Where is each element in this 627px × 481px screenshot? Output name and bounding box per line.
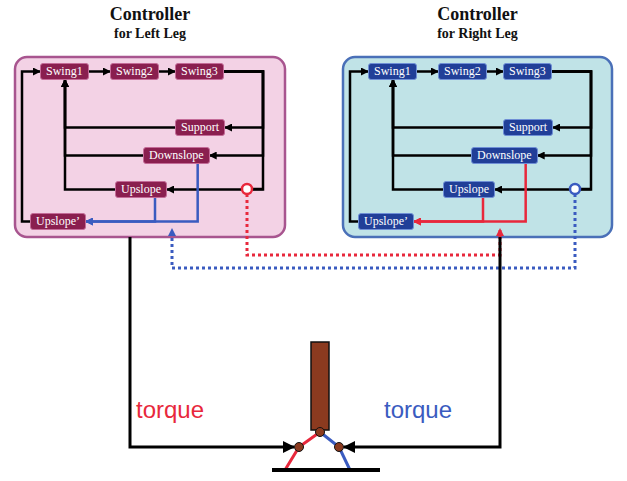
transition-arrow — [417, 70, 438, 73]
panel-fill — [15, 57, 285, 237]
torque-line — [344, 237, 500, 447]
state-label: Swing2 — [116, 64, 153, 78]
sensor-circle — [242, 184, 252, 194]
panel-title: Controller — [323, 3, 627, 25]
transition-arrow — [487, 70, 503, 73]
state-label: Swing1 — [46, 64, 83, 78]
state-label: Swing1 — [374, 64, 411, 78]
panel-subtitle: for Left Leg — [0, 25, 305, 43]
bus-stub — [580, 188, 591, 191]
panel-title: Controller — [0, 3, 305, 25]
state-box: Swing1 — [368, 63, 417, 80]
state-box: Swing2 — [110, 63, 159, 80]
transition-arrow — [86, 198, 155, 222]
ground — [272, 468, 380, 472]
transition-arrow — [495, 72, 591, 190]
transition-arrow — [65, 80, 143, 156]
state-label: Support — [509, 120, 547, 134]
transition-arrow — [159, 70, 175, 73]
transition-arrow — [393, 80, 503, 128]
transition-arrow — [65, 80, 175, 128]
state-label: Swing3 — [181, 64, 218, 78]
state-label: Downslope — [149, 148, 204, 162]
coupling-line — [247, 194, 500, 255]
right-leg — [320, 432, 350, 470]
panel-subtitle: for Right Leg — [323, 25, 627, 43]
transition-arrow — [393, 80, 471, 156]
transition-arrow — [210, 72, 263, 156]
state-label: Upslope’ — [36, 214, 80, 228]
knee-joint — [295, 443, 304, 452]
hip-joint — [316, 428, 325, 437]
transition-arrow — [65, 80, 115, 190]
state-label: Upslope — [449, 182, 489, 196]
state-box: Swing3 — [503, 63, 552, 80]
state-label: Swing2 — [444, 64, 481, 78]
transition-arrow — [414, 164, 526, 222]
state-box: Support — [175, 119, 225, 136]
state-box: Upslope’ — [30, 213, 86, 230]
coupling-line — [172, 194, 575, 268]
transition-arrow — [414, 198, 483, 222]
panel-fill — [343, 57, 612, 237]
transition-arrow — [350, 72, 368, 222]
left-leg — [285, 432, 320, 470]
state-box: Downslope — [471, 147, 538, 164]
transition-arrow — [538, 72, 591, 156]
transition-arrow — [224, 72, 263, 128]
transition-arrow — [167, 72, 263, 190]
state-label: Downslope — [477, 148, 532, 162]
torque-label: torque — [136, 396, 204, 424]
torque-line — [130, 237, 294, 447]
state-box: Support — [503, 119, 553, 136]
state-label: Support — [181, 120, 219, 134]
transition-arrow — [89, 70, 110, 73]
transition-arrow — [552, 72, 591, 128]
state-box: Swing1 — [40, 63, 89, 80]
transition-arrow — [22, 72, 40, 222]
state-label: Upslope’ — [364, 214, 408, 228]
state-box: Swing3 — [175, 63, 224, 80]
knee-joint — [335, 443, 344, 452]
torque-label: torque — [384, 396, 452, 424]
state-box: Swing2 — [438, 63, 487, 80]
state-box: Upslope — [115, 181, 167, 198]
state-box: Upslope — [443, 181, 495, 198]
controller-panel: Controllerfor Right LegSwing1Swing2Swing… — [343, 57, 612, 237]
transition-arrow — [393, 80, 443, 190]
torso — [311, 342, 329, 430]
state-box: Downslope — [143, 147, 210, 164]
panel-heading: Controllerfor Right Leg — [323, 3, 627, 43]
panel-heading: Controllerfor Left Leg — [0, 3, 305, 43]
transition-arrow — [86, 164, 198, 222]
sensor-circle — [570, 184, 580, 194]
state-label: Swing3 — [509, 64, 546, 78]
state-label: Upslope — [121, 182, 161, 196]
state-box: Upslope’ — [358, 213, 414, 230]
controller-panel: Controllerfor Left LegSwing1Swing2Swing3… — [15, 57, 285, 237]
bus-stub — [252, 188, 263, 191]
